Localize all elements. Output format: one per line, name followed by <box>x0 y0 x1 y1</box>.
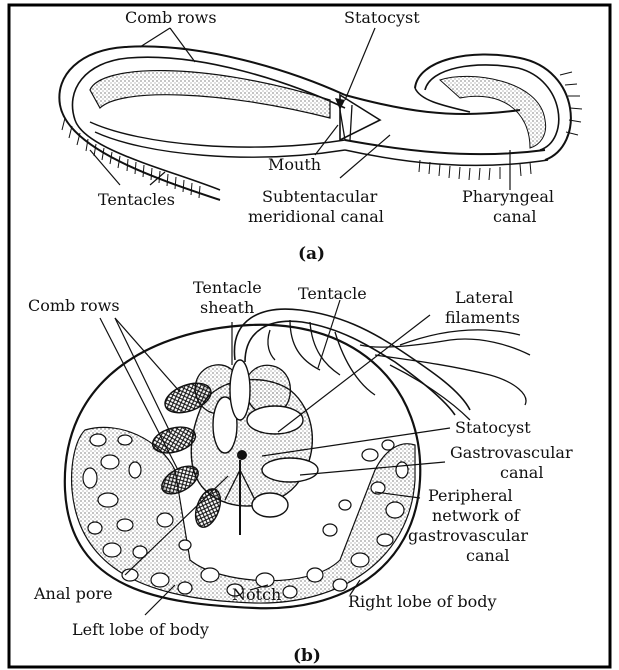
label-a-comb-rows: Comb rows <box>125 8 217 27</box>
label-a-pharyngeal-2: canal <box>493 207 536 226</box>
label-b-peripheral-1: Peripheral <box>428 486 513 505</box>
label-a-tentacles: Tentacles <box>98 190 175 209</box>
label-a-statocyst: Statocyst <box>344 8 420 27</box>
label-b-comb-rows: Comb rows <box>28 296 120 315</box>
label-b-peripheral-4: canal <box>466 546 509 565</box>
label-b-right-lobe: Right lobe of body <box>348 592 497 611</box>
caption-a: (a) <box>298 245 325 264</box>
label-b-tentacle-sheath-1: Tentacle <box>193 278 262 297</box>
figure-a-body <box>59 46 582 200</box>
label-b-tentacle-sheath-2: sheath <box>200 298 254 317</box>
label-b-statocyst: Statocyst <box>455 418 531 437</box>
caption-b: (b) <box>293 647 321 666</box>
label-b-lateral-filaments-1: Lateral <box>455 288 513 307</box>
label-a-pharyngeal-1: Pharyngeal <box>462 187 554 206</box>
label-b-notch: Notch <box>232 585 281 604</box>
label-b-left-lobe: Left lobe of body <box>72 620 209 639</box>
label-b-anal-pore: Anal pore <box>34 584 113 603</box>
label-b-peripheral-2: network of <box>432 506 520 525</box>
label-a-subtentacular-1: Subtentacular <box>262 187 377 206</box>
label-a-mouth: Mouth <box>268 155 321 174</box>
label-b-lateral-filaments-2: filaments <box>445 308 520 327</box>
label-b-gastrovascular-1: Gastrovascular <box>450 443 573 462</box>
label-a-subtentacular-2: meridional canal <box>248 207 384 226</box>
label-b-tentacle: Tentacle <box>298 284 367 303</box>
label-b-peripheral-3: gastrovascular <box>408 526 528 545</box>
label-b-gastrovascular-2: canal <box>500 463 543 482</box>
